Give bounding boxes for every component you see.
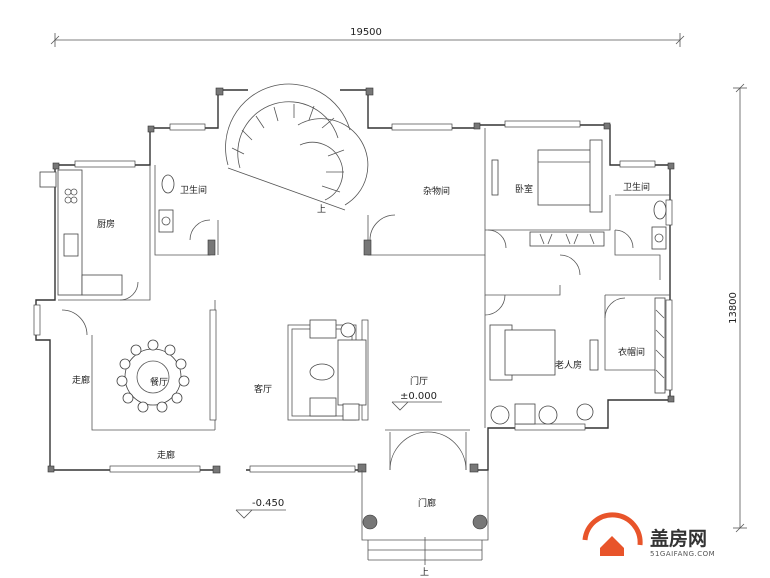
bathroom-fixtures (158, 174, 667, 250)
room-elder: 老人房 (555, 359, 582, 371)
room-bath-right: 卫生间 (623, 181, 650, 193)
room-kitchen: 厨房 (97, 218, 115, 230)
doors (61, 214, 634, 471)
logo-name: 盖房网 (650, 527, 707, 550)
width-label: 19500 (350, 27, 382, 38)
level-marker-hall: ±0.000 (391, 391, 442, 411)
logo-swoosh-icon (582, 512, 643, 546)
dimension-height: 13800 (728, 83, 747, 533)
living-sofa-set (287, 319, 367, 421)
room-storage: 杂物间 (423, 185, 450, 197)
porch: 上 (361, 470, 489, 578)
dining-table (116, 339, 190, 413)
height-label: 13800 (728, 292, 739, 324)
stair-up-label: 上 (317, 204, 326, 215)
site-logo: 盖房网 51GAIFANG.COM (582, 512, 715, 558)
entry-up-label: 上 (420, 567, 429, 578)
room-bath-left: 卫生间 (180, 184, 207, 196)
room-dining: 餐厅 (150, 376, 168, 388)
hall-level-label: ±0.000 (400, 391, 437, 402)
room-corridor-bottom: 走廊 (157, 449, 175, 461)
room-closet: 衣帽间 (618, 346, 645, 358)
dimension-width: 19500 (50, 27, 685, 47)
room-labels: 厨房 卫生间 杂物间 卧室 卫生间 餐厅 客厅 门厅 老人房 衣帽间 走廊 走廊… (72, 181, 650, 509)
room-corridor-left: 走廊 (72, 374, 90, 386)
bedroom-furniture (489, 139, 666, 425)
room-porch: 门廊 (418, 497, 436, 509)
kitchen-fixtures (39, 169, 123, 296)
spiral-staircase: 上 (225, 83, 369, 215)
room-living: 客厅 (254, 383, 272, 395)
columns (47, 87, 675, 474)
level-marker-outdoor: -0.450 (235, 498, 286, 519)
house-icon (600, 536, 624, 556)
outdoor-level-label: -0.450 (252, 498, 284, 509)
room-bedroom: 卧室 (515, 183, 533, 195)
logo-domain: 51GAIFANG.COM (650, 550, 715, 558)
room-foyer: 门厅 (410, 375, 428, 387)
